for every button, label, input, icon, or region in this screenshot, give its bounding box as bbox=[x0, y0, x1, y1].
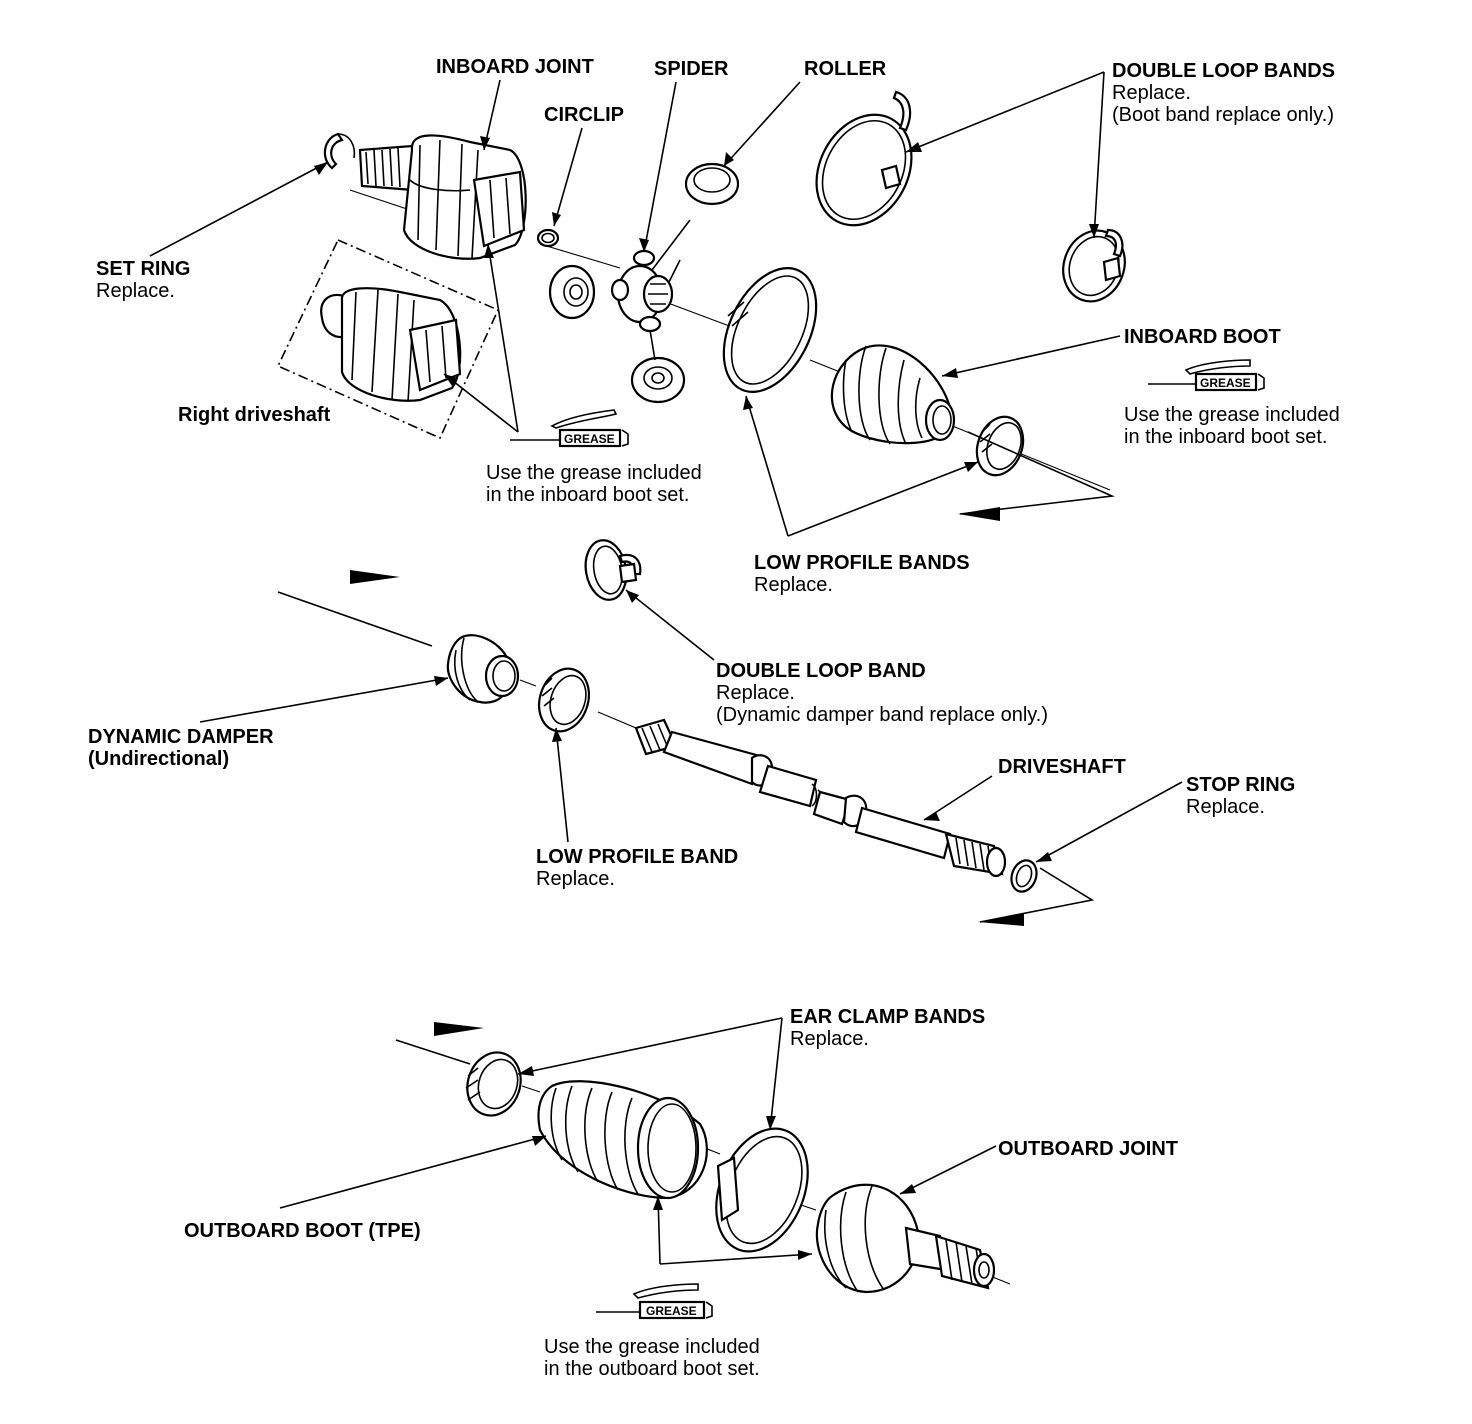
label-dynamic-damper: DYNAMIC DAMPER (Undirectional) bbox=[88, 726, 274, 770]
outboard-joint-part bbox=[815, 1183, 996, 1294]
grease-tube-icon-left: GREASE bbox=[510, 409, 629, 448]
grease-tube-icon-bottom: GREASE bbox=[596, 1283, 713, 1320]
right-driveshaft-box bbox=[276, 238, 500, 440]
grease-tag-right: GREASE bbox=[1200, 376, 1251, 390]
outboard-boot-part bbox=[537, 1080, 708, 1200]
label-set-ring: SET RING Replace. bbox=[96, 258, 191, 302]
ear-clamp-band-small bbox=[465, 1051, 522, 1117]
label-inboard-joint: INBOARD JOINT bbox=[436, 56, 594, 78]
circlip-part bbox=[536, 228, 560, 248]
inboard-joint-part bbox=[358, 134, 527, 260]
label-right-driveshaft: Right driveshaft bbox=[178, 404, 331, 426]
label-double-loop-bands: DOUBLE LOOP BANDS Replace. (Boot band re… bbox=[1112, 60, 1335, 126]
grease-tube-icon-right: GREASE bbox=[1148, 359, 1265, 392]
low-profile-band-middle bbox=[538, 667, 590, 733]
label-grease-note-outboard: Use the grease included in the outboard … bbox=[544, 1336, 760, 1380]
label-outboard-boot: OUTBOARD BOOT (TPE) bbox=[184, 1220, 421, 1242]
top-leader-lines bbox=[149, 71, 1121, 537]
set-ring-part bbox=[323, 132, 356, 170]
label-double-loop-band: DOUBLE LOOP BAND Replace. (Dynamic dampe… bbox=[716, 660, 1049, 726]
double-loop-band-middle bbox=[584, 539, 642, 601]
bottom-axis-lines bbox=[395, 1022, 1011, 1285]
label-outboard-joint: OUTBOARD JOINT bbox=[998, 1138, 1178, 1160]
label-spider: SPIDER bbox=[654, 58, 729, 80]
top-arrowheads bbox=[314, 136, 1099, 521]
double-loop-band-small bbox=[1062, 228, 1126, 303]
ear-clamp-band-large bbox=[715, 1127, 809, 1253]
spider-part bbox=[610, 219, 691, 361]
driveshaft-part bbox=[634, 718, 1007, 878]
roller-parts bbox=[548, 162, 740, 404]
label-driveshaft: DRIVESHAFT bbox=[998, 756, 1126, 778]
label-grease-note-inboard-left: Use the grease included in the inboard b… bbox=[486, 462, 702, 506]
middle-leader-lines bbox=[199, 589, 1183, 863]
low-profile-band-large bbox=[722, 267, 818, 393]
double-loop-band-large bbox=[815, 90, 913, 227]
bottom-arrowheads bbox=[518, 1066, 916, 1260]
label-stop-ring: STOP RING Replace. bbox=[1186, 774, 1296, 818]
middle-arrowheads bbox=[434, 590, 1052, 862]
label-inboard-boot: INBOARD BOOT bbox=[1124, 326, 1281, 348]
middle-axis-lines bbox=[277, 570, 1095, 926]
label-low-profile-band: LOW PROFILE BAND Replace. bbox=[536, 846, 739, 890]
label-circlip: CIRCLIP bbox=[544, 104, 624, 126]
label-low-profile-bands: LOW PROFILE BANDS Replace. bbox=[754, 552, 970, 596]
inboard-boot-part bbox=[830, 344, 956, 445]
inboard-axis-line bbox=[349, 189, 1111, 491]
stop-ring-part bbox=[1010, 859, 1038, 893]
grease-tag-bottom: GREASE bbox=[646, 1304, 697, 1318]
dynamic-damper-part bbox=[446, 634, 520, 704]
label-grease-note-inboard-right: Use the grease included in the inboard b… bbox=[1124, 404, 1340, 448]
label-roller: ROLLER bbox=[804, 58, 887, 80]
grease-tag-left: GREASE bbox=[564, 432, 615, 446]
label-ear-clamp-bands: EAR CLAMP BANDS Replace. bbox=[790, 1006, 986, 1050]
